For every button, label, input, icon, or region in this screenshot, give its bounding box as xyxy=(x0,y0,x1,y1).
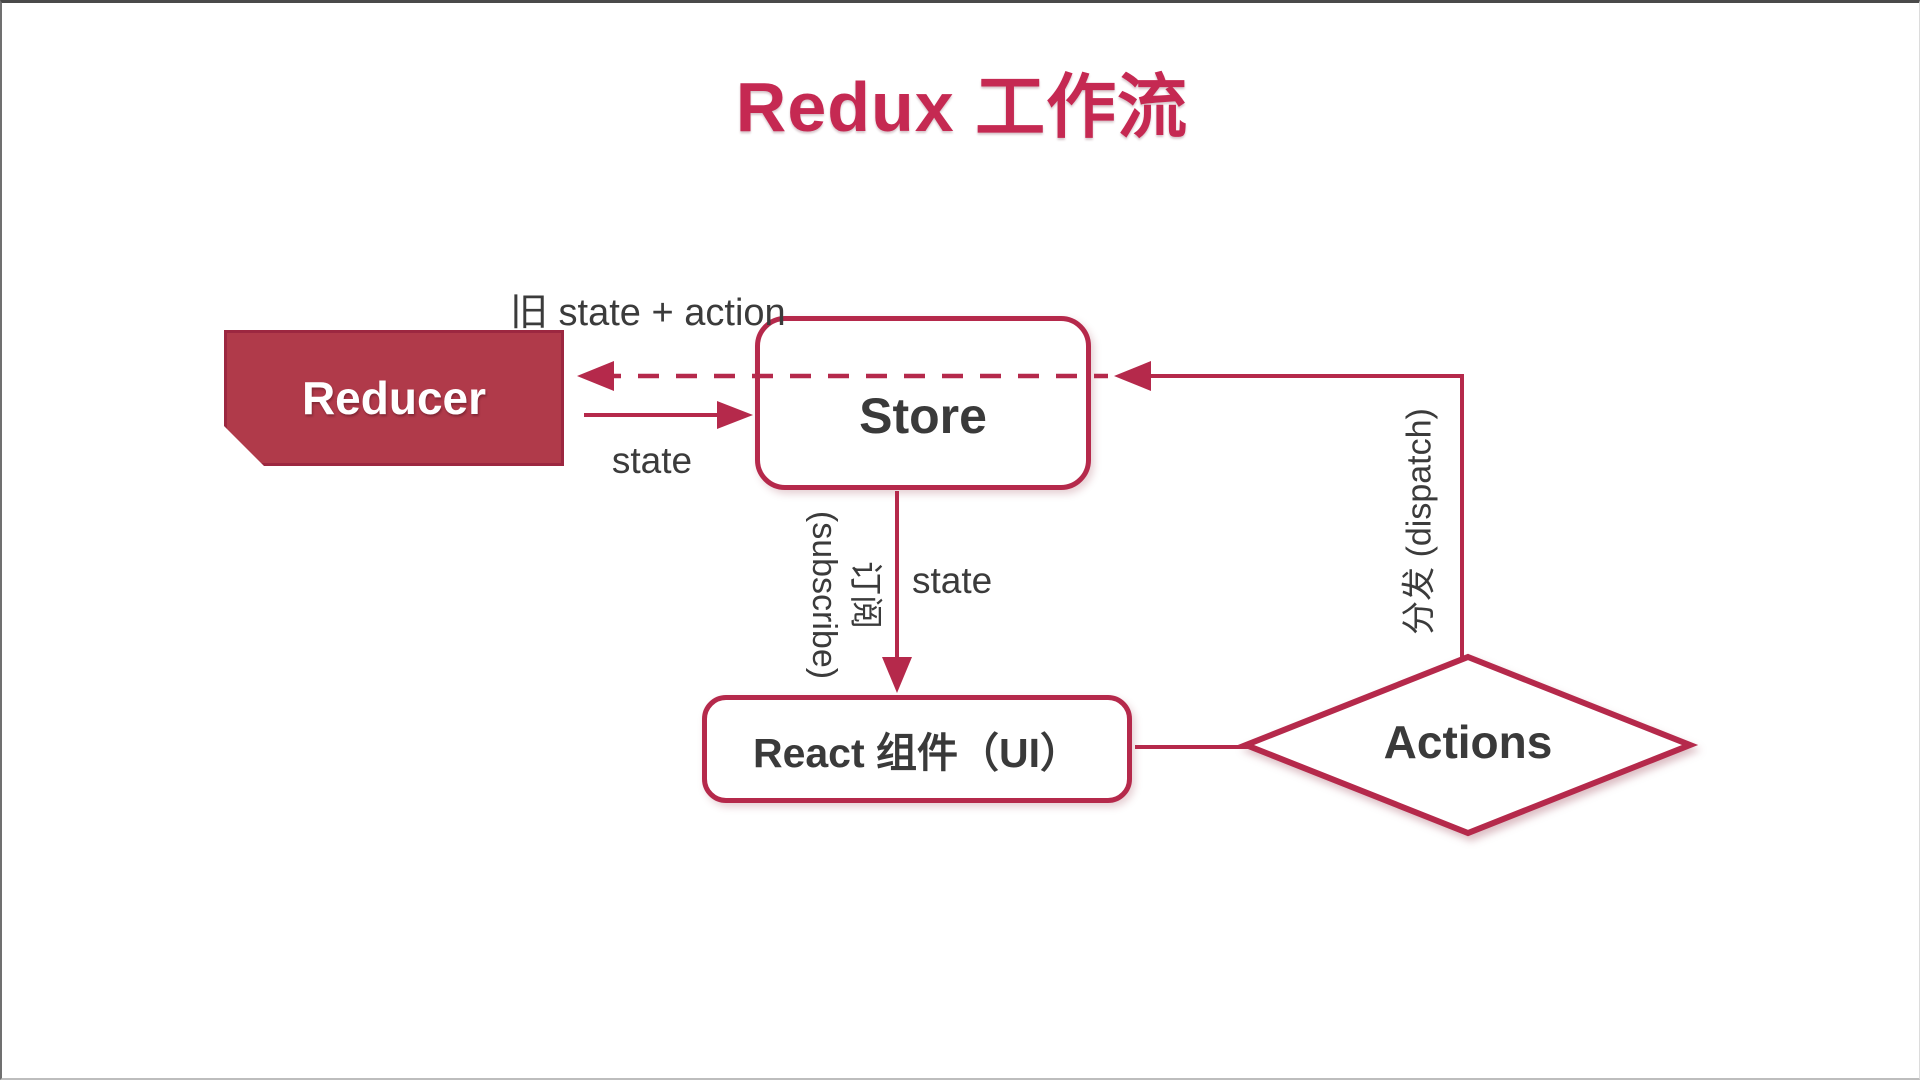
arrowhead-into-react xyxy=(882,657,912,693)
reducer-node: Reducer xyxy=(224,330,564,466)
edge-label-old-state-action: 旧 state + action xyxy=(510,292,786,334)
page-title: Redux 工作流 xyxy=(735,68,1189,146)
edge-label-state-to-react: state xyxy=(912,560,993,601)
edge-label-subscribe-cn: 订阅 xyxy=(846,561,884,629)
actions-node-label: Actions xyxy=(1383,716,1553,768)
edge-label-subscribe: 订阅 (subscribe) xyxy=(803,465,885,725)
edge-label-state-to-store: state xyxy=(611,440,693,481)
arrowhead-into-reducer xyxy=(577,361,614,391)
edge-label-dispatch: 分发 (dispatch) xyxy=(1400,408,1439,635)
connector-layer xyxy=(577,361,1699,837)
reducer-node-label: Reducer xyxy=(301,372,487,424)
store-node: Store xyxy=(755,316,1091,490)
react-ui-node-label: React 组件（UI） xyxy=(752,730,1082,776)
arrowhead-into-store-right xyxy=(1114,361,1151,391)
edge-label-subscribe-en: (subscribe) xyxy=(805,510,844,680)
arrowhead-into-store-left xyxy=(717,401,753,429)
react-ui-node: React 组件（UI） xyxy=(702,695,1132,803)
store-node-label: Store xyxy=(859,388,987,444)
